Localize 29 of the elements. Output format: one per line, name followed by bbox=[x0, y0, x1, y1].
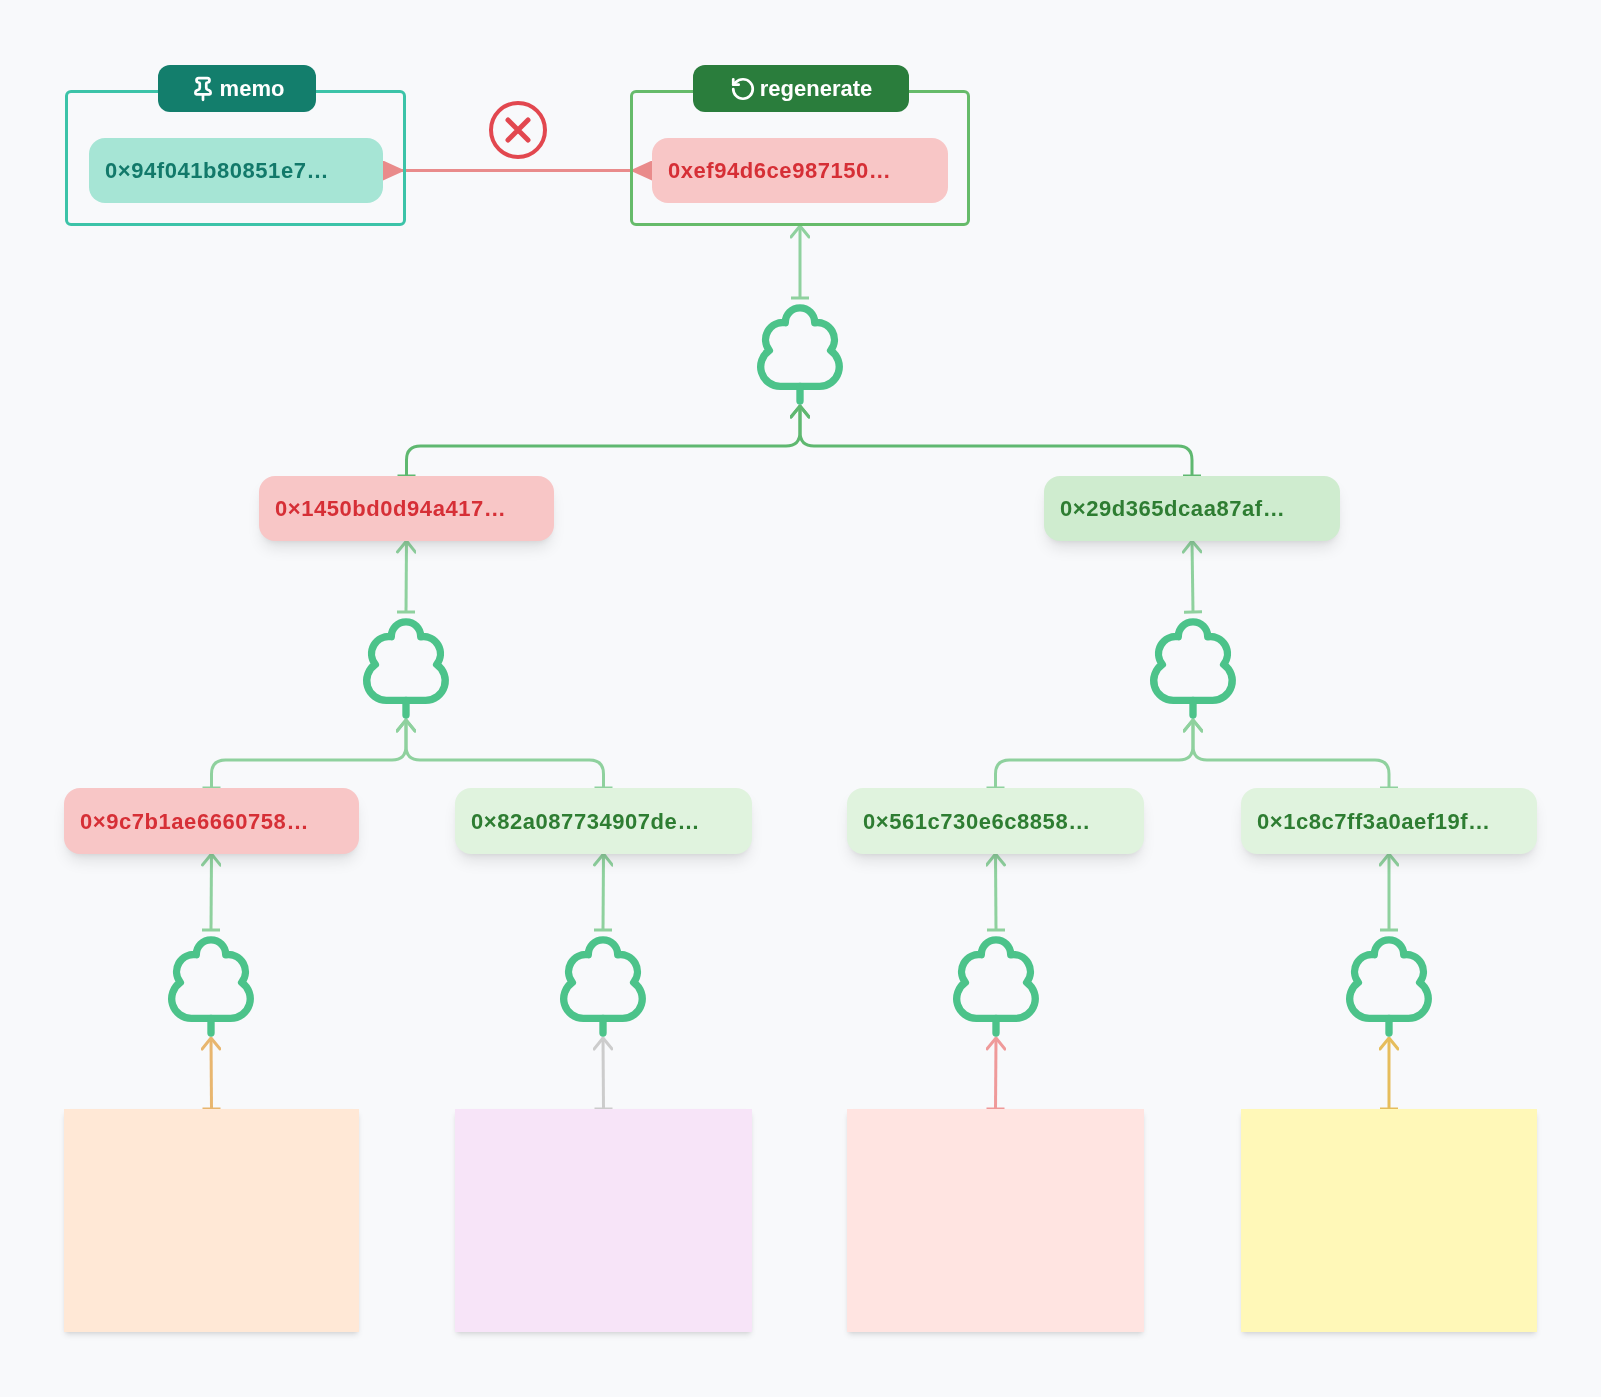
hash-box: 0xef94d6ce987150… bbox=[652, 138, 948, 203]
connector-arrow bbox=[1378, 1036, 1400, 1111]
hash-box: 0×29d365dcaa87af… bbox=[1044, 476, 1340, 541]
connector-arrow bbox=[395, 718, 614, 790]
color-block bbox=[1241, 1109, 1537, 1332]
color-block bbox=[64, 1109, 359, 1332]
hash-box: 0×82a087734907de… bbox=[455, 788, 752, 854]
connector-arrow bbox=[1182, 718, 1400, 790]
connector-arrow bbox=[1378, 852, 1400, 932]
group-tag: regenerate bbox=[693, 65, 909, 112]
connector-arrow bbox=[789, 404, 1203, 478]
connector-arrow bbox=[383, 160, 652, 181]
connector-arrow bbox=[789, 224, 811, 300]
connector-arrow bbox=[395, 539, 417, 614]
group-tag: memo bbox=[158, 65, 316, 112]
connector-arrow bbox=[592, 852, 614, 932]
connector-arrow bbox=[200, 1036, 222, 1111]
color-block bbox=[455, 1109, 752, 1332]
connector-arrow bbox=[985, 1036, 1007, 1111]
hash-box: 0×94f041b80851e7… bbox=[89, 138, 383, 203]
color-block bbox=[847, 1109, 1144, 1332]
hash-box: 0×9c7b1ae6660758… bbox=[64, 788, 359, 854]
hash-box: 0×1450bd0d94a417… bbox=[259, 476, 554, 541]
connector-arrow bbox=[592, 1036, 614, 1111]
connector-arrow bbox=[985, 852, 1007, 932]
connector-arrow bbox=[200, 852, 222, 932]
hash-box: 0×1c8c7ff3a0aef19f… bbox=[1241, 788, 1537, 854]
connector-arrow bbox=[1181, 539, 1204, 614]
hash-box: 0×561c730e6c8858… bbox=[847, 788, 1144, 854]
